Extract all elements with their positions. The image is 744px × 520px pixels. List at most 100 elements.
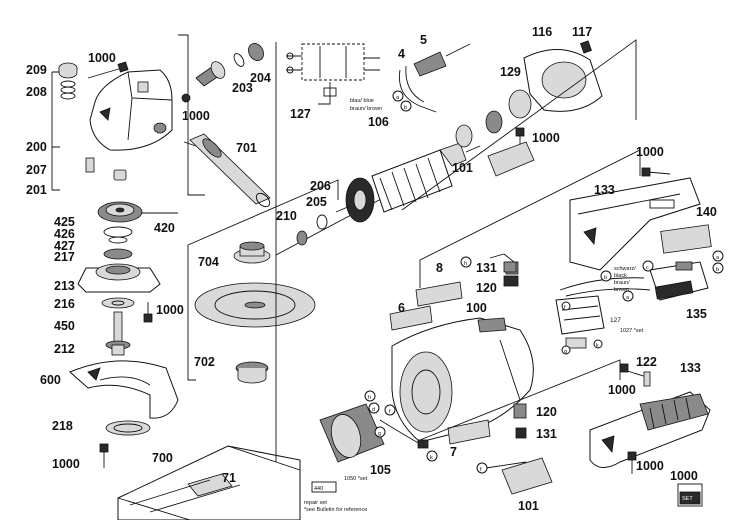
part-140-insert <box>660 224 712 254</box>
part-701-side-handle <box>183 133 271 208</box>
bracket-200 <box>51 71 60 191</box>
part-1000-screw-f <box>641 167 671 177</box>
callout-c-1: c <box>646 265 649 271</box>
note-blau-blue: blau/ blue <box>350 98 374 104</box>
label-213: 213 <box>54 279 75 293</box>
label-600: 600 <box>40 373 61 387</box>
callout-b-3: b <box>716 267 719 273</box>
part-101-brush-cover-b <box>485 457 553 495</box>
label-427: 427 <box>54 239 75 253</box>
label-5: 5 <box>420 33 427 47</box>
label-704: 704 <box>198 255 219 269</box>
label-425: 425 <box>54 215 75 229</box>
label-701: 701 <box>236 141 257 155</box>
frame-right-upper <box>419 149 641 261</box>
label-135: 135 <box>686 307 707 321</box>
label-218: 218 <box>52 419 73 433</box>
label-101-b: 101 <box>518 499 539 513</box>
set-badge-group <box>677 483 703 507</box>
frame-armature-upper <box>401 39 637 211</box>
label-100: 100 <box>466 301 487 315</box>
part-1000-screw-d <box>99 443 109 468</box>
part-700-carry-case <box>117 445 301 520</box>
callout-markers: a b c b a b a h h d f g k f f k g <box>364 90 724 474</box>
label-426: 426 <box>54 227 75 241</box>
set-badge-text: SET <box>682 496 693 502</box>
callout-b-1: b <box>404 105 407 111</box>
callout-d-1: d <box>372 407 375 413</box>
label-101-a: 101 <box>452 161 473 175</box>
part-213-bearing-flange <box>77 263 161 293</box>
part-122-screw-g <box>619 363 651 387</box>
part-210-205-rings <box>296 214 328 246</box>
label-116: 116 <box>532 25 552 39</box>
part-426-427-washers <box>103 226 133 244</box>
label-209: 209 <box>26 63 47 77</box>
callout-b-2: b <box>604 275 607 281</box>
part-grinding-disc <box>194 282 316 328</box>
label-216: 216 <box>54 297 75 311</box>
label-1000-a: 1000 <box>88 51 116 65</box>
part-131-120-brushes <box>503 261 527 439</box>
part-116-end-cover <box>523 40 603 112</box>
label-120-b: 120 <box>536 405 557 419</box>
label-450: 450 <box>54 319 75 333</box>
label-122: 122 <box>636 355 657 369</box>
part-704-flange-nut <box>233 241 271 264</box>
callout-a-3: a <box>626 295 630 301</box>
note-schwarz: schwarz/ <box>614 266 636 272</box>
label-217: 217 <box>54 250 75 264</box>
part-106-armature <box>335 142 481 213</box>
note-brown2: brown <box>614 287 629 293</box>
note-1050-set: 1050 *set <box>344 476 368 482</box>
frame-right-lower <box>419 359 621 441</box>
part-216-washer <box>101 297 135 309</box>
label-210: 210 <box>276 209 297 223</box>
part-1000-screw-a <box>87 61 129 79</box>
bracket-420-top <box>178 34 205 196</box>
label-700: 700 <box>152 451 173 465</box>
part-425-gear <box>97 201 143 223</box>
part-133-rear-handle-top <box>569 177 701 271</box>
part-4-5-cord-and-sleeve <box>398 43 471 113</box>
label-6: 6 <box>398 301 405 315</box>
part-207-pin <box>85 157 95 173</box>
callout-f-2: f <box>480 467 482 473</box>
label-1000-g: 1000 <box>608 383 636 397</box>
label-1000-d: 1000 <box>52 457 80 471</box>
part-208-springs <box>60 80 76 100</box>
bracket-704 <box>187 179 339 246</box>
label-207: 207 <box>26 163 47 177</box>
wiring-schematic <box>286 43 380 105</box>
callout-h-2: h <box>368 395 371 401</box>
label-205: 205 <box>306 195 327 209</box>
callout-k-1: k <box>430 455 433 461</box>
note-black: black <box>614 273 627 279</box>
label-8: 8 <box>436 261 443 275</box>
label-1000-h: 1000 <box>636 459 664 473</box>
callout-a-1: a <box>396 95 400 101</box>
part-135-switch <box>649 261 709 301</box>
label-702: 702 <box>194 355 215 369</box>
part-armature-bearings <box>455 89 532 148</box>
callout-g-2: g <box>564 349 567 355</box>
label-420: 420 <box>154 221 175 235</box>
note-braun2: braun/ <box>614 280 630 286</box>
part-203-204-bushings <box>181 43 264 103</box>
label-140: 140 <box>696 205 717 219</box>
footer-repair-set: repair set <box>304 500 327 506</box>
callout-f-1: f <box>389 409 391 415</box>
part-206-fan <box>345 177 375 223</box>
repair-badge-text: 440 <box>314 486 323 492</box>
label-203: 203 <box>232 81 253 95</box>
label-129: 129 <box>500 65 521 79</box>
label-212: 212 <box>54 342 75 356</box>
callout-h-1: h <box>464 261 467 267</box>
label-201: 201 <box>26 183 47 197</box>
label-206: 206 <box>310 179 331 193</box>
part-133-rear-handle-bottom <box>589 391 711 468</box>
label-131-b: 131 <box>536 427 557 441</box>
part-105-field-coil <box>319 403 429 463</box>
callout-f-3: f <box>564 305 566 311</box>
